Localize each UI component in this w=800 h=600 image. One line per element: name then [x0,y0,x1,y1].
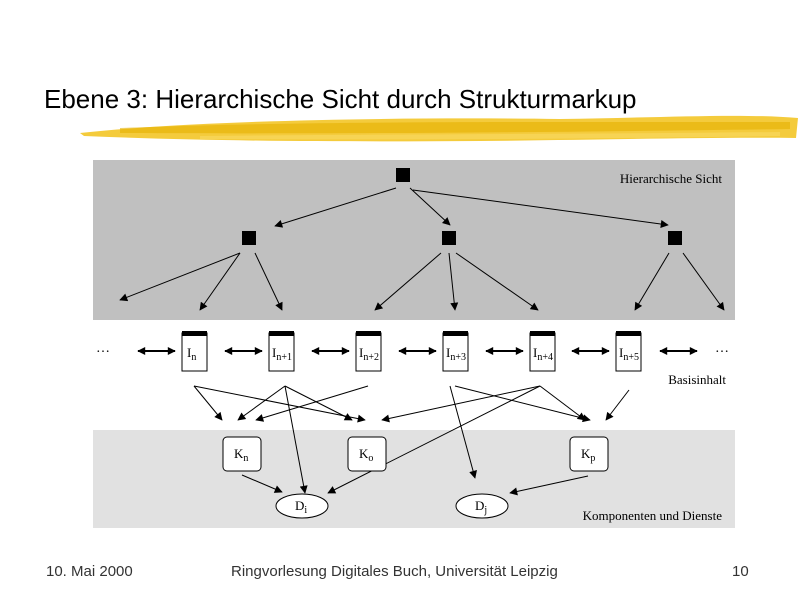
content-item-n1: In+1 [268,331,295,372]
svg-text:In+4: In+4 [533,345,553,363]
tree-node-middle [442,231,456,245]
svg-text:Kp: Kp [581,446,595,464]
content-item-n2: In+2 [355,331,382,372]
root-node [396,168,410,182]
component-kp: Kp [569,436,609,472]
svg-text:Ko: Ko [359,446,373,464]
service-arrows [241,474,589,496]
service-dj: Dj [455,493,509,519]
component-ko: Ko [347,436,387,472]
footer-page-number: 10 [732,563,749,580]
tree-node-left [242,231,256,245]
components-label: Komponenten und Dienste [583,508,723,523]
ellipsis-right: … [715,341,729,356]
svg-text:In: In [187,345,196,363]
svg-text:Dj: Dj [475,498,487,516]
hierarchy-panel [93,160,735,320]
components-panel [93,430,735,528]
footer-event: Ringvorlesung Digitales Buch, Universitä… [231,563,558,580]
content-item-n5: In+5 [615,331,642,372]
hierarchy-arrows [119,187,725,311]
mapping-arrows [193,385,630,494]
tree-node-right [668,231,682,245]
service-di: Di [275,493,329,519]
svg-text:In+3: In+3 [446,345,466,363]
svg-text:Di: Di [295,498,307,516]
hierarchy-label: Hierarchische Sicht [620,171,723,186]
svg-text:In+1: In+1 [272,345,292,363]
svg-text:In+2: In+2 [359,345,379,363]
component-kn: Kn [222,436,262,472]
content-item-n3: In+3 [442,331,469,372]
basis-label: Basisinhalt [668,372,726,387]
content-item-n: In [181,331,208,372]
ellipsis-left: … [96,341,110,356]
content-item-n4: In+4 [529,331,556,372]
svg-text:In+5: In+5 [619,345,639,363]
svg-text:Kn: Kn [234,446,248,464]
footer-date: 10. Mai 2000 [46,563,133,580]
slide-title: Ebene 3: Hierarchische Sicht durch Struk… [44,84,637,114]
